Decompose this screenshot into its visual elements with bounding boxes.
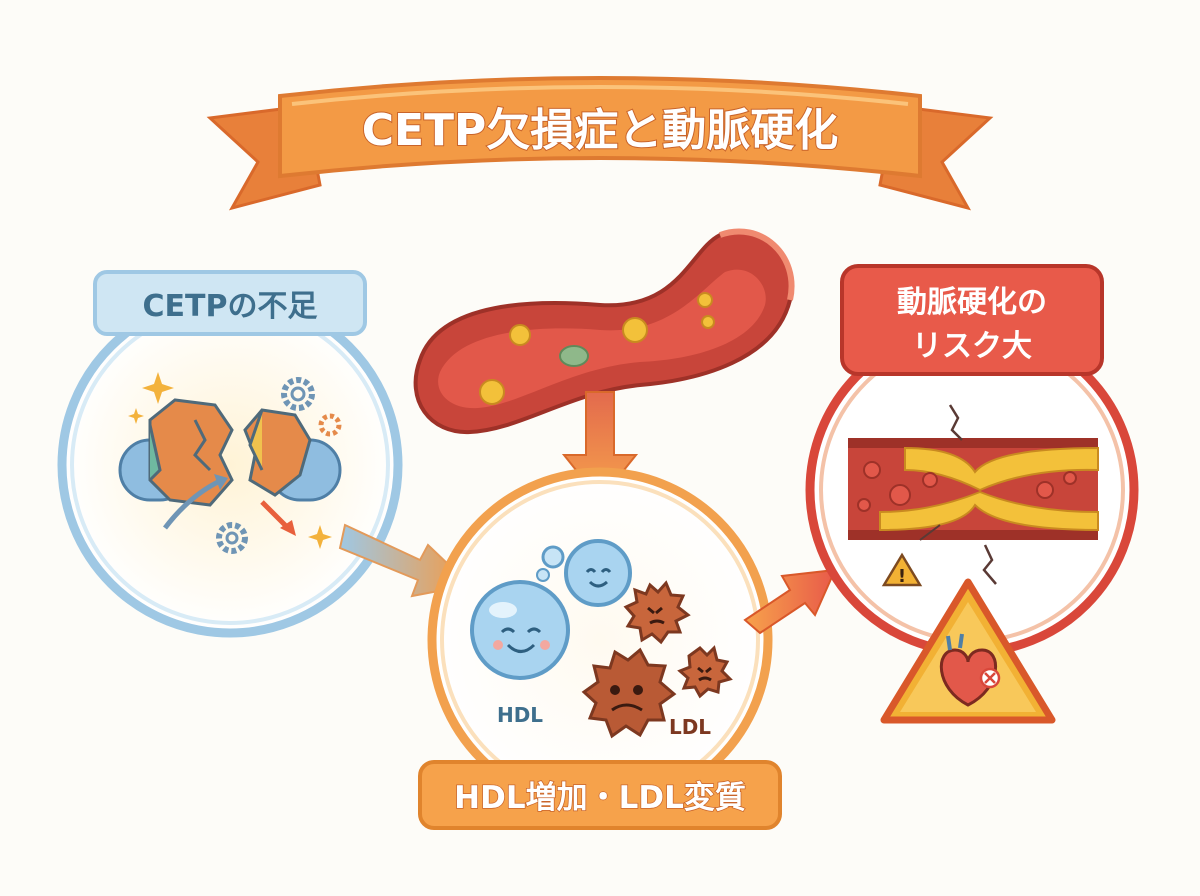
gear-icon	[216, 377, 342, 554]
risk-label-box	[840, 264, 1104, 376]
ldl-particle-icon	[581, 580, 733, 739]
artery-plaque-icon	[848, 404, 1099, 585]
risk-label-line2: リスク大	[912, 329, 1032, 364]
atherosclerosis-risk-panel: ! 動脈硬化の リスク大	[805, 264, 1139, 724]
risk-label-line1: 動脈硬化の	[897, 285, 1047, 320]
heart-icon	[939, 633, 1001, 707]
page-title: CETP欠損症と動脈硬化	[362, 105, 839, 156]
cetp-deficiency-label: CETPの不足	[143, 289, 318, 324]
cycle-arrow-icon	[163, 477, 224, 530]
hdl-ldl-panel: HDL LDL HDL増加・LDL変質	[418, 467, 782, 830]
small-warning-icon: !	[881, 552, 923, 587]
svg-text:!: !	[898, 566, 906, 587]
arrow-center-to-right	[743, 568, 837, 635]
hdl-ldl-caption-box	[418, 760, 782, 830]
blood-vessel-icon	[413, 228, 795, 435]
cetp-deficiency-panel: CETPの不足	[57, 270, 403, 638]
title-banner: CETP欠損症と動脈硬化	[206, 76, 994, 211]
cetp-deficiency-label-box	[93, 270, 367, 336]
hdl-particle-icon	[470, 539, 632, 680]
sparkle-icon	[128, 372, 332, 549]
hdl-ldl-caption: HDL増加・LDL変質	[454, 780, 746, 816]
hdl-label: HDL	[497, 703, 543, 727]
broken-protein-icon	[118, 398, 342, 507]
ldl-label: LDL	[669, 715, 711, 739]
